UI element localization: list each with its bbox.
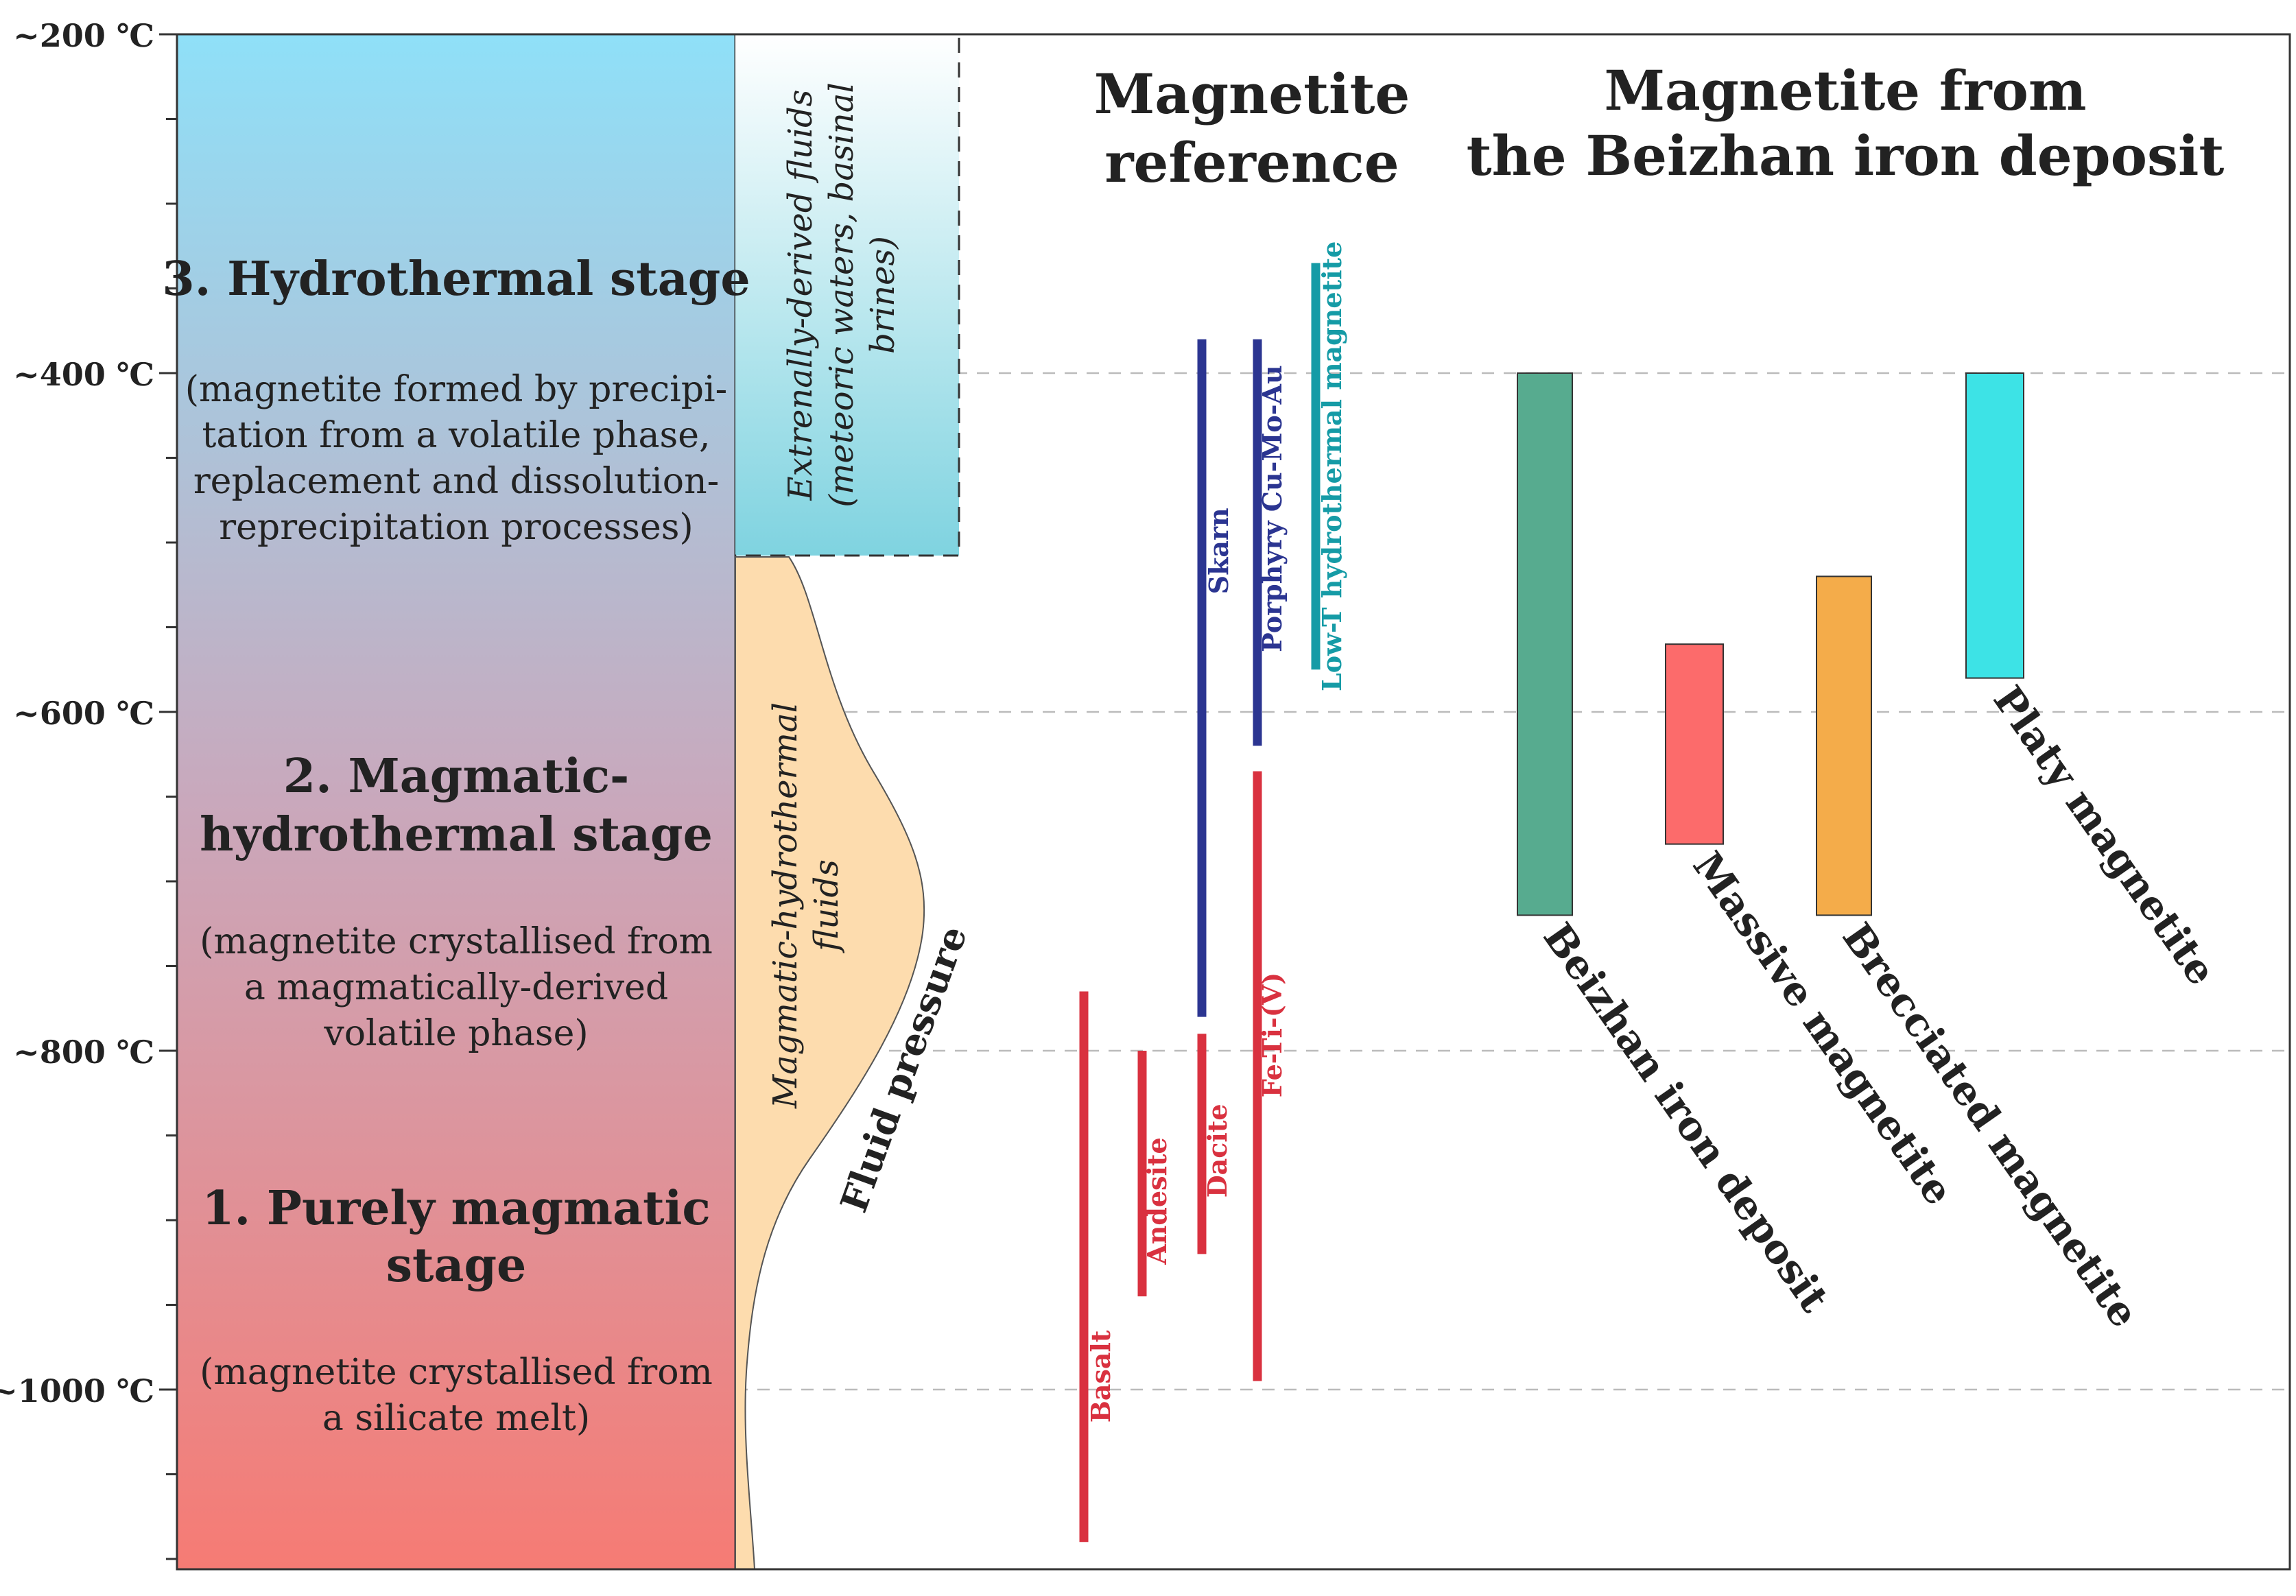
stage-2-title-line-1: 2. Magmatic- [283,749,629,804]
stage-2-magmatic-hydrothermal: 2. Magmatic- hydrothermal stage (magneti… [200,749,713,1054]
magmatic-fluids-line-2: fluids [807,859,846,953]
stage-3-desc-line-2: tation from a volatile phase, [202,415,710,456]
axis-tick-label: ~600 ℃ [13,695,154,732]
reference-bar-label: Dacite [1202,1104,1233,1198]
stage-2-title-line-2: hydrothermal stage [200,807,713,862]
gridlines [735,372,2290,1391]
magmatic-fluids-label: Magmatic-hydrothermal fluids [766,702,846,1109]
stage-column [176,33,737,1571]
stage-2-desc-line-3: volatile phase) [323,1013,588,1054]
reference-title-line-1: Magnetite [1094,62,1410,126]
magmatic-fluid-curve [735,556,925,1570]
beizhan-box [1816,575,1872,916]
beizhan-box [1517,372,1573,916]
beizhan-box-label: Platy magnetite [1985,678,2225,994]
stage-3-title: 3. Hydrothermal stage [162,252,750,307]
beizhan-title-line-2: the Beizhan iron deposit [1467,123,2225,188]
reference-bars: Basalt Andesite Dacite Fe-Ti-(V) Skarn Porphy… [1079,241,1347,1543]
stage-1-desc-line-1: (magnetite crystallised from [200,1352,713,1393]
reference-bar-label: Basalt [1085,1330,1116,1422]
plot-frame [176,33,2291,1571]
beizhan-title-line-1: Magnetite from [1604,58,2086,123]
stage-1-title-line-2: stage [386,1238,527,1293]
reference-bar-label: Skarn [1203,508,1234,594]
reference-bar-label: Andesite [1141,1137,1172,1265]
reference-title-line-2: reference [1104,130,1399,195]
stage-1-purely-magmatic: 1. Purely magmatic stage (magnetite crys… [200,1181,713,1439]
stage-3-desc-line-4: reprecipitation processes) [219,507,693,548]
external-fluids-box [735,34,959,556]
stage-3-desc-line-3: replacement and dissolution- [193,461,719,502]
external-fluids-line-1: Extrenally-derived fluids [781,90,820,501]
stage-1-desc-line-2: a silicate melt) [322,1398,590,1439]
external-fluids-label: Extrenally-derived fluids (meteoric wate… [781,82,902,507]
external-fluids-border [735,38,960,557]
stage-2-desc-line-2: a magmatically-derived [244,967,668,1008]
axis-tick-label: ~200 ℃ [13,17,154,54]
stage-3-hydrothermal: 3. Hydrothermal stage (magnetite formed … [162,252,750,548]
stage-1-title-line-1: 1. Purely magmatic [202,1181,711,1236]
stage-3-desc-line-1: (magnetite formed by precipi- [185,369,728,410]
beizhan-box [1665,643,1724,845]
axis-tick-label: ~400 ℃ [13,356,154,393]
magmatic-fluids-line-1: Magmatic-hydrothermal [766,702,805,1109]
axis-tick-label: ~800 ℃ [13,1034,154,1071]
reference-bar-label: Fe-Ti-(V) [1257,973,1288,1098]
reference-bar-label: Low-T hydrothermal magnetite [1316,241,1347,691]
external-fluids-line-2: (meteoric waters, basinal [822,82,861,507]
reference-bar-label: Porphyry Cu-Mo-Au [1257,365,1288,652]
beizhan-box [1965,372,2024,679]
temperature-axis: ~200 ℃ ~400 ℃ ~600 ℃ ~800 ℃ ~1000 ℃ [0,17,177,1560]
axis-tick-label: ~1000 ℃ [0,1372,154,1409]
stage-2-desc-line-1: (magnetite crystallised from [200,921,713,962]
external-fluids-line-3: brines) [864,236,902,354]
